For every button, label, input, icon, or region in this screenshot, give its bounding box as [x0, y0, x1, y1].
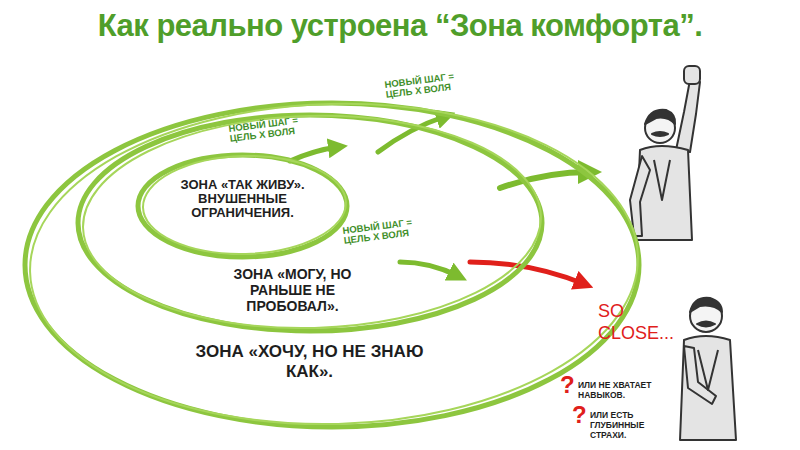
title: Как реально устроена “Зона комфорта”. [0, 8, 800, 44]
outer-zone: ЗОНА «ХОЧУ, НО НЕ ЗНАЮ КАК». ЗОНА «МОГУ, … [22, 100, 642, 430]
step-label: НОВЫЙ ШАГ = ЦЕЛЬ Х ВОЛЯ [342, 216, 424, 246]
question-mark: ? [560, 372, 576, 398]
step-arrow [290, 147, 338, 161]
zone-label: ЗОНА «МОГУ, НО РАНЬШЕ НЕ ПРОБОВАЛ». [205, 266, 380, 314]
triumph-figure [630, 66, 700, 240]
reason-note: ИЛИ ЕСТЬ ГЛУБИННЫЕ СТРАХИ. [590, 410, 678, 440]
question-mark: ? [572, 402, 588, 428]
zone-label: ЗОНА «ХОЧУ, НО НЕ ЗНАЮ КАК». [172, 342, 447, 382]
fail-arrow [470, 262, 584, 284]
inner-zone: ЗОНА «ТАК ЖИВУ». ВНУШЕННЫЕ ОГРАНИЧЕНИЯ. [135, 152, 350, 260]
step-arrow [400, 262, 458, 276]
reason-note: ИЛИ НЕ ХВАТАЕТ НАВЫКОВ. [578, 380, 674, 400]
middle-zone: ЗОНА «МОГУ, НО РАНЬШЕ НЕ ПРОБОВАЛ». ЗОНА … [75, 112, 545, 334]
zone-label: ЗОНА «ТАК ЖИВУ». ВНУШЕННЫЕ ОГРАНИЧЕНИЯ. [180, 178, 305, 220]
step-label: НОВЫЙ ШАГ = ЦЕЛЬ Х ВОЛЯ [384, 70, 466, 100]
so-close-label: SO CLOSE... [598, 300, 678, 344]
disappointed-figure [680, 298, 736, 440]
